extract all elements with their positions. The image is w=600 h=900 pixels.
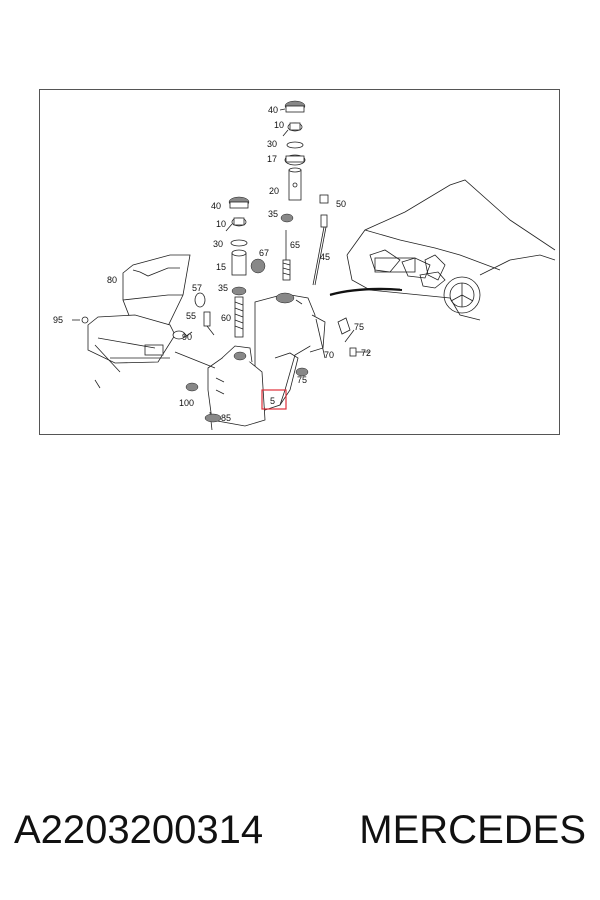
brand-name: MERCEDES — [359, 807, 586, 852]
callout-label: 67 — [259, 248, 269, 258]
callout-label: 72 — [361, 348, 371, 358]
callout-label: 100 — [179, 398, 194, 408]
upper-cap-stack — [282, 100, 306, 201]
callout-label: 10 — [216, 219, 226, 229]
callout-label: 90 — [182, 332, 192, 342]
callout-label: 80 — [107, 275, 117, 285]
callout-label: 35 — [268, 209, 278, 219]
rod-45 — [312, 194, 329, 286]
part-number: A2203200314 — [14, 807, 264, 852]
callout-label: 75 — [297, 375, 307, 385]
callout-label: 65 — [290, 240, 300, 250]
bracket-80 — [122, 254, 191, 327]
callout-label: 50 — [336, 199, 346, 209]
spring-65 — [280, 213, 294, 281]
callout-label: 45 — [320, 252, 330, 262]
callout-label: 40 — [268, 105, 278, 115]
parts-diagram: 40 10 30 17 20 50 40 10 35 30 65 67 15 4… — [39, 89, 560, 435]
callout-label: 60 — [221, 313, 231, 323]
callout-label-highlighted: 5 — [270, 396, 275, 406]
callout-label: 15 — [216, 262, 226, 272]
lower-cap-stack — [225, 196, 250, 338]
callout-label: 35 — [218, 283, 228, 293]
callout-label: 20 — [269, 186, 279, 196]
car-front-illustration — [329, 179, 556, 321]
callout-label: 95 — [53, 315, 63, 325]
callout-label: 40 — [211, 201, 221, 211]
callout-labels: 40 10 30 17 20 50 40 10 35 30 65 67 15 4… — [53, 105, 371, 423]
washer-reservoir — [207, 292, 326, 427]
leader-lines — [184, 108, 355, 359]
small-fittings — [172, 292, 370, 423]
callout-label: 10 — [274, 120, 284, 130]
mounting-plate — [72, 314, 216, 431]
callout-label: 30 — [267, 139, 277, 149]
caption-bar: A2203200314 MERCEDES — [0, 800, 600, 860]
callout-label: 85 — [221, 413, 231, 423]
highlight-box — [261, 389, 287, 410]
grommet-67 — [250, 258, 266, 274]
callout-label: 55 — [186, 311, 196, 321]
callout-label: 30 — [213, 239, 223, 249]
washer-reservoir-exploded-view: 40 10 30 17 20 50 40 10 35 30 65 67 15 4… — [53, 100, 556, 431]
callout-label: 70 — [324, 350, 334, 360]
callout-label: 75 — [354, 322, 364, 332]
callout-label: 17 — [267, 154, 277, 164]
callout-label: 57 — [192, 283, 202, 293]
